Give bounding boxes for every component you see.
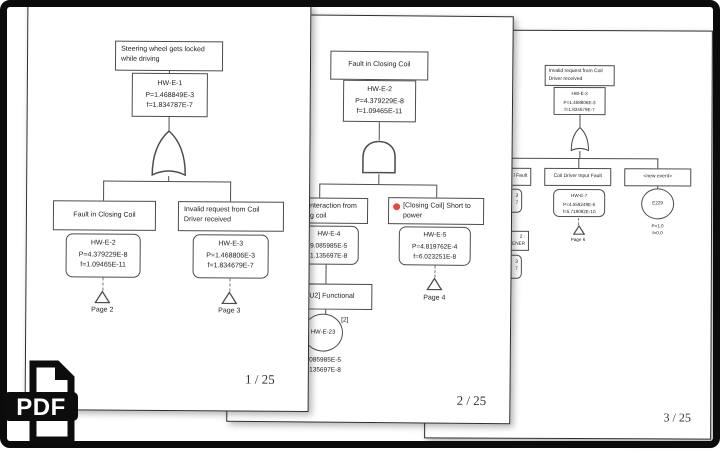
transfer-triangle-icon	[221, 291, 238, 305]
event-label: [Closing Coil] Short to power	[402, 202, 471, 220]
page-number: 1 / 25	[244, 371, 275, 387]
event-label: Fault in Closing Coil	[73, 211, 136, 219]
node-frequency: f=1.834679E-7	[564, 106, 595, 112]
pdf-file-icon[interactable]: PDF	[2, 358, 96, 448]
node-probability: P=1.468849E-3	[145, 91, 195, 100]
or-gate-icon	[570, 126, 589, 152]
node-probability: P=4.379229E-8	[78, 251, 128, 259]
node-id: HW-E-5	[423, 231, 447, 239]
functional-box-partial: U2] Functional	[304, 283, 373, 311]
transfer-triangle-icon	[94, 290, 111, 304]
node-id: HW-E-3	[571, 91, 588, 97]
fault-event-box: Fault in Closing Coil	[330, 50, 429, 81]
pdf-page-1: Steering wheel gets locked while driving…	[24, 1, 312, 412]
event-label: Steering wheel gets locked while driving	[121, 45, 205, 64]
event-label-fragment-2: g coil	[309, 212, 327, 220]
event-label: Invalid request from Coil Driver receive…	[183, 206, 260, 224]
node-frequency: f=1.834679E-7	[207, 262, 254, 270]
pdf-label: PDF	[16, 394, 66, 421]
functional-label-fragment: U2] Functional	[309, 292, 355, 300]
fault-event-box: Steering wheel gets locked while driving	[114, 40, 224, 72]
failure-marker-icon	[393, 203, 401, 211]
node-frequency: f=5.719082E-10	[562, 208, 596, 214]
gate-node-box: HW-E-3 P=1.468806E-3 f=1.834679E-7	[553, 86, 606, 116]
label-band	[4, 392, 78, 421]
transfer-triangle-icon	[426, 277, 443, 291]
transfer-label: Page 3	[218, 307, 241, 315]
transfer-triangle-icon	[572, 225, 586, 235]
event-label-fragment-1: nteraction from	[310, 202, 357, 210]
fault-event-box: Fault in Closing Coil	[52, 200, 157, 231]
node-frequency: f=1.09465E-11	[356, 108, 403, 116]
fault-event-box: [Closing Coil] Short to power	[387, 197, 485, 225]
pdf-page-2: Fault in Closing Coil HW-E-2 P=4.379229E…	[226, 13, 514, 425]
folded-corner	[55, 361, 74, 380]
fault-event-box: Invalid request from Coil Driver receive…	[544, 64, 615, 87]
basic-event-probability-fragment: 9.085985E-5	[303, 356, 342, 364]
fault-event-box: Coil Driver Input Fault	[544, 167, 612, 187]
basic-event-id: E229	[652, 200, 664, 206]
event-value-box: HW-E-3 P=1.468806E-3 f=1.834679E-7	[192, 234, 269, 279]
basic-event-frequency: f=0.0	[652, 230, 663, 236]
and-gate-icon	[362, 140, 396, 174]
transfer-label: Page 2	[91, 306, 114, 314]
node-probability: P=4.819762E-4	[412, 243, 458, 251]
fault-event-box: Invalid request from Coil Driver receive…	[177, 201, 285, 232]
node-id: HW-E-2	[367, 85, 393, 94]
gate-node-box: HW-E-1 P=1.468849E-3 f=1.834787E-7	[131, 72, 208, 118]
node-frequency: f=1.09465E-11	[80, 261, 126, 269]
page-number: 3 / 25	[663, 410, 691, 425]
basic-event-frequency-fragment: 1.135697E-8	[303, 366, 341, 374]
transfer-label: Page 4	[423, 294, 446, 302]
pdf-page-3: Invalid request from Coil Driver receive…	[424, 29, 713, 440]
gate-node-box: HW-E-2 P=4.379229E-8 f=1.09465E-11	[342, 79, 417, 123]
event-value-box: HW-E-5 P=4.819762E-4 f=6.023251E-8	[398, 226, 471, 266]
node-probability: P=4.379229E-8	[355, 98, 404, 106]
transfer-label: Page 6	[570, 237, 586, 243]
node-id: HW-E-7	[571, 193, 588, 199]
node-id: HW-E-1	[157, 79, 183, 88]
event-label: <new event>	[643, 173, 673, 180]
event-label: Invalid request from Coil Driver receive…	[548, 67, 603, 82]
event-value-box: HW-E-7 P=4.559249E-6 f=5.719082E-10	[553, 188, 606, 218]
node-id: HW-E-2	[90, 239, 116, 247]
node-frequency: f=1.834787E-7	[146, 102, 193, 110]
node-probability: P=1.468806E-3	[206, 252, 256, 260]
multiplicity-label: [2]	[341, 316, 349, 324]
node-id: HW-E-3	[218, 240, 244, 248]
basic-event-circle: E229	[641, 188, 675, 220]
node-frequency: f=6.023251E-8	[413, 252, 457, 261]
event-label: Fault in Closing Coil	[348, 61, 411, 69]
basic-event-id: HW-E-23	[310, 329, 336, 336]
or-gate-icon	[151, 130, 186, 177]
fault-event-box: <new event>	[624, 168, 692, 187]
page-number: 2 / 25	[456, 392, 487, 409]
event-value-box: HW-E-2 P=4.379229E-8 f=1.09465E-11	[65, 233, 141, 278]
event-label-fragment: l Fault	[513, 172, 528, 179]
event-label: Coil Driver Input Fault	[553, 173, 602, 180]
